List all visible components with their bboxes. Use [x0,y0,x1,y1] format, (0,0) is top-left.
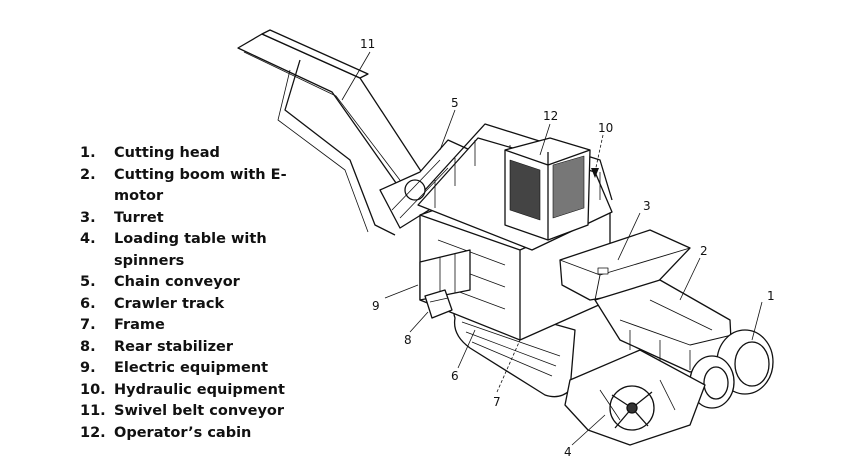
callout-8: 8 [404,333,412,347]
legend-item-9: 9. Electric equipment [80,358,320,380]
legend-item-2: 2. Cutting boom with E-motor [80,165,320,208]
electric-equipment [419,249,471,301]
legend-text: Operator’s cabin [114,424,252,441]
cutting-head [689,329,774,409]
callout-1: 1 [767,289,775,303]
operators-cabin [504,137,591,241]
loading-table [564,349,706,446]
legend-text: Loading table with spinners [114,231,267,269]
legend-text: Rear stabilizer [114,338,234,355]
legend-num: 11. [80,403,106,419]
legend-text: Chain conveyor [114,274,240,290]
callout-10: 10 [598,121,613,135]
arrow-head-icon [591,168,599,178]
legend-text: Hydraulic equipment [114,381,285,398]
legend-text: Cutting boom with E-motor [114,166,287,205]
legend-item-10: 10. Hydraulic equipment [80,380,320,402]
legend-num: 5. [80,274,96,290]
callout-7: 7 [493,395,501,409]
legend-num: 1. [80,145,96,161]
legend-text: Crawler track [114,295,225,312]
legend-num: 7. [80,317,96,333]
legend-text: Frame [114,317,165,333]
legend-num: 12. [80,424,106,441]
legend-num: 10. [80,381,106,398]
callout-11: 11 [360,37,375,51]
legend-item-8: 8. Rear stabilizer [80,337,320,359]
legend-num: 8. [80,338,96,355]
callout-2: 2 [700,244,708,258]
legend-item-4: 4. Loading table with spinners [80,229,320,272]
legend-text: Swivel belt conveyor [114,403,285,419]
legend-item-3: 3. Turret [80,208,320,230]
legend-text: Cutting head [114,145,220,161]
legend-text: Electric equipment [114,360,269,376]
legend-item-11: 11. Swivel belt conveyor [80,401,320,423]
callout-3: 3 [643,199,651,213]
legend-num: 4. [80,231,96,247]
legend-text: Turret [114,209,164,226]
legend-item-6: 6. Crawler track [80,294,320,316]
legend: 1. Cutting head 2. Cutting boom with E-mot… [80,143,320,444]
legend-num: 2. [80,166,96,183]
legend-item-1: 1. Cutting head [80,143,320,165]
callout-leaders [341,51,763,446]
legend-item-12: 12. Operator’s cabin [80,423,320,445]
callout-5: 5 [451,96,459,110]
callout-12: 12 [543,109,558,123]
legend-item-7: 7. Frame [80,315,320,337]
callout-9: 9 [372,299,380,313]
callout-4: 4 [564,445,572,459]
rear-stabilizer [424,289,453,319]
legend-num: 9. [80,360,96,376]
callout-6: 6 [451,369,459,383]
legend-item-5: 5. Chain conveyor [80,272,320,294]
legend-num: 3. [80,209,96,226]
legend-num: 6. [80,295,96,312]
